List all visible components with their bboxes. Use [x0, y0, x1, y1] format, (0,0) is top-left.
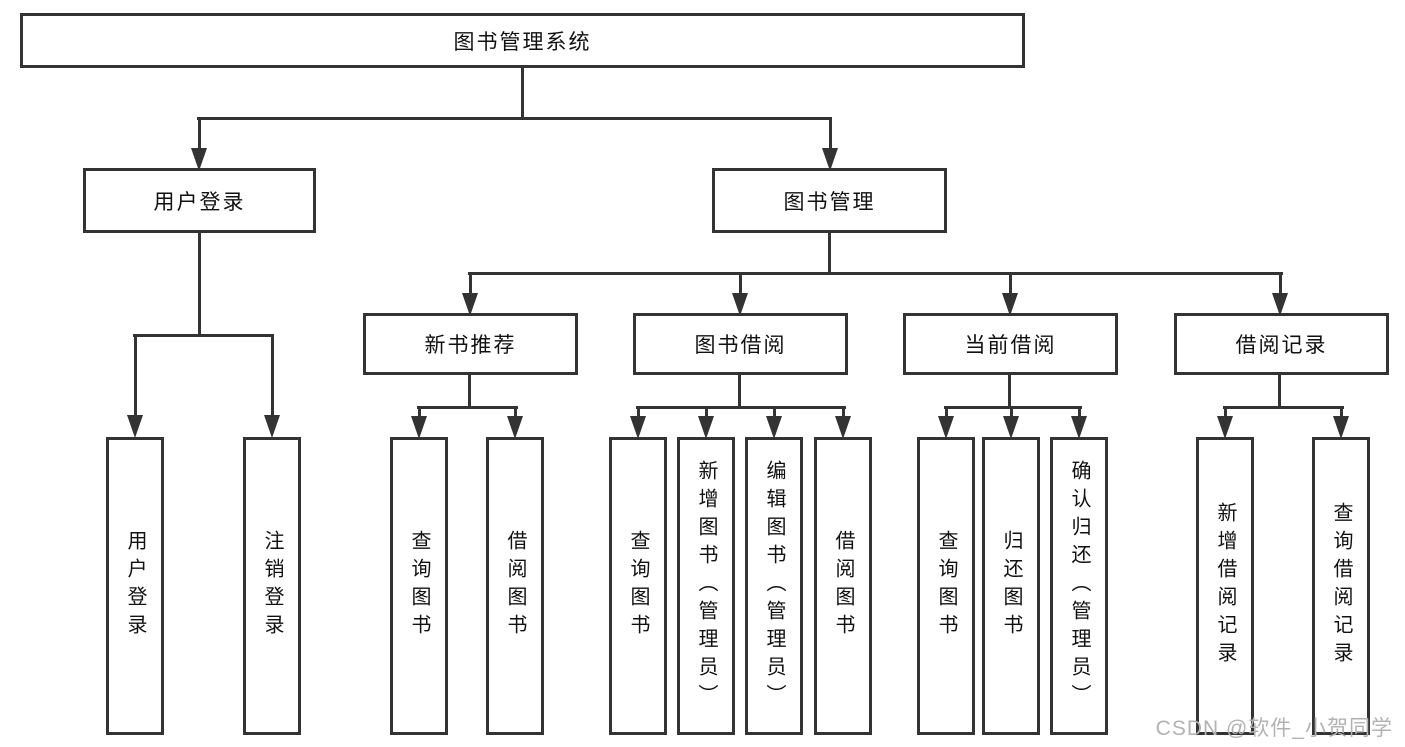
connector-new-book-recommend-stem: [468, 373, 471, 409]
leaf-logout: 注销登录: [243, 437, 301, 735]
leaf-add-borrow-record: 新增借阅记录: [1196, 437, 1254, 735]
node-current-borrow: 当前借阅: [903, 313, 1118, 375]
connector-user-login-bus: [133, 334, 274, 337]
csdn-watermark: CSDN @软件_小贺同学: [1155, 717, 1393, 740]
connector-book-borrow-bus: [636, 406, 846, 409]
leaf-user-login: 用户登录: [106, 437, 164, 735]
node-root: 图书管理系统: [20, 13, 1025, 68]
node-new-book-recommend-label: 新书推荐: [424, 334, 517, 357]
arrow-to-book-borrow: [732, 274, 748, 316]
leaf-return-books-label: 归还图书: [1000, 530, 1022, 642]
leaf-query-books-recommend-label: 查询图书: [408, 530, 430, 642]
node-user-login: 用户登录: [83, 168, 316, 233]
node-book-management: 图书管理: [712, 168, 947, 233]
leaf-borrow-books-recommend-label: 借阅图书: [504, 530, 526, 642]
arrow-to-user-login: [191, 120, 207, 171]
connector-new-book-recommend-bus: [417, 406, 518, 409]
arrow-to-leaf-query-books-borrow: [630, 409, 646, 439]
leaf-add-books-admin-label: 新增图书（管理员）: [695, 460, 717, 712]
connector-book-borrow-stem: [738, 373, 741, 409]
leaf-confirm-return-admin-label: 确认归还（管理员）: [1068, 460, 1090, 712]
leaf-return-books: 归还图书: [982, 437, 1040, 735]
node-user-login-label: 用户登录: [153, 190, 246, 214]
leaf-query-borrow-record: 查询借阅记录: [1312, 437, 1370, 735]
connector-book-management-stem: [828, 231, 831, 274]
leaf-add-borrow-record-label: 新增借阅记录: [1214, 502, 1236, 670]
leaf-borrow-books: 借阅图书: [814, 437, 872, 735]
node-current-borrow-label: 当前借阅: [964, 334, 1057, 357]
arrow-to-leaf-query-borrow-record: [1333, 409, 1349, 439]
arrow-to-leaf-borrow-books-recommend: [507, 409, 523, 439]
arrow-to-leaf-confirm-return-admin: [1071, 409, 1087, 439]
arrow-to-leaf-query-books-recommend: [411, 409, 427, 439]
leaf-user-login-label: 用户登录: [124, 530, 146, 642]
arrow-to-leaf-user-login: [127, 337, 143, 438]
node-book-management-label: 图书管理: [783, 190, 876, 214]
arrow-to-borrow-records: [1272, 274, 1288, 316]
arrow-to-leaf-add-books-admin: [698, 409, 714, 439]
arrow-to-leaf-edit-books-admin: [766, 409, 782, 439]
connector-book-management-bus: [468, 272, 1283, 275]
arrow-to-new-book-recommend: [462, 274, 478, 316]
leaf-query-books-current: 查询图书: [917, 437, 975, 735]
arrow-to-leaf-return-books: [1003, 409, 1019, 439]
leaf-edit-books-admin: 编辑图书（管理员）: [745, 437, 803, 735]
arrow-to-leaf-query-books-current: [938, 409, 954, 439]
arrow-to-book-management: [822, 120, 838, 171]
connector-borrow-records-bus: [1223, 406, 1344, 409]
leaf-query-books-recommend: 查询图书: [390, 437, 448, 735]
leaf-borrow-books-recommend: 借阅图书: [486, 437, 544, 735]
leaf-query-borrow-record-label: 查询借阅记录: [1330, 502, 1352, 670]
connector-root-stem: [521, 66, 524, 120]
leaf-query-books-current-label: 查询图书: [935, 530, 957, 642]
leaf-add-books-admin: 新增图书（管理员）: [677, 437, 735, 735]
leaf-logout-label: 注销登录: [261, 530, 283, 642]
leaf-query-books-borrow-label: 查询图书: [627, 530, 649, 642]
arrow-to-leaf-logout: [264, 337, 280, 438]
node-new-book-recommend: 新书推荐: [363, 313, 578, 375]
leaf-borrow-books-label: 借阅图书: [832, 530, 854, 642]
node-book-borrow: 图书借阅: [633, 313, 848, 375]
connector-current-borrow-stem: [1008, 373, 1011, 409]
node-book-borrow-label: 图书借阅: [694, 334, 787, 357]
arrow-to-leaf-add-borrow-record: [1217, 409, 1233, 439]
node-root-label: 图书管理系统: [453, 30, 592, 54]
arrow-to-leaf-borrow-books: [835, 409, 851, 439]
connector-user-login-stem: [198, 231, 201, 336]
arrow-to-current-borrow: [1002, 274, 1018, 316]
node-borrow-records-label: 借阅记录: [1235, 334, 1328, 357]
connector-current-borrow-bus: [944, 406, 1082, 409]
leaf-query-books-borrow: 查询图书: [609, 437, 667, 735]
node-borrow-records: 借阅记录: [1174, 313, 1389, 375]
leaf-edit-books-admin-label: 编辑图书（管理员）: [763, 460, 785, 712]
connector-level1-bus: [197, 117, 832, 120]
connector-borrow-records-stem: [1278, 373, 1281, 409]
leaf-confirm-return-admin: 确认归还（管理员）: [1050, 437, 1108, 735]
